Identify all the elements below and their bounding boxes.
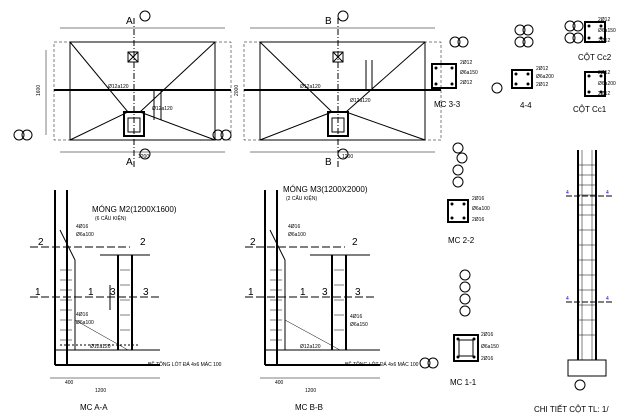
mong-m3-title: MÓNG M3(1200X2000) bbox=[283, 185, 368, 194]
rebar-label: 4Ø16 bbox=[76, 224, 88, 230]
section-mark-a-top: A bbox=[126, 16, 133, 27]
mc-bb-title: MC B-B bbox=[295, 403, 323, 412]
section-mark-b-top: B bbox=[325, 16, 332, 27]
mong-m3-plan: B B Ø12a120 Ø12a120 1200 2000 bbox=[212, 10, 442, 168]
rebar-label: Ø6a100 bbox=[288, 232, 306, 238]
cut-label: 3 bbox=[322, 287, 328, 298]
cut-label: 3 bbox=[143, 287, 149, 298]
rebar-label: Ø12a120 bbox=[350, 98, 371, 104]
rebar-label: 2Ø12 bbox=[598, 91, 610, 97]
mong-m3-note: (2 CẤU KIỆN) bbox=[286, 194, 317, 202]
rebar-label: Ø6a150 bbox=[481, 344, 499, 350]
rebar-label: Ø12a120 bbox=[90, 344, 111, 350]
lot-label: BÊ TÔNG LÓT ĐÁ 4x6 MÁC 100 bbox=[345, 360, 419, 368]
cot-cc1: 2Ø12 Ø6a200 2Ø12 CỘT Cc1 bbox=[573, 70, 616, 114]
dimension-label: 1600 bbox=[36, 85, 42, 96]
rebar-label: 4Ø16 bbox=[76, 312, 88, 318]
cut-label: 4 bbox=[606, 190, 609, 196]
rebar-label: 4Ø16 bbox=[288, 224, 300, 230]
rebar-label: Ø6a200 bbox=[598, 81, 616, 87]
rebar-label: 2Ø12 bbox=[460, 80, 472, 86]
rebar-label: Ø6a100 bbox=[472, 206, 490, 212]
rebar-label: Ø12a120 bbox=[152, 106, 173, 112]
s-44-title: 4-4 bbox=[520, 101, 532, 110]
cot-cc2-title: CỘT Cc2 bbox=[578, 53, 612, 62]
cut-label: 3 bbox=[110, 287, 116, 298]
cut-label: 2 bbox=[140, 237, 146, 248]
rebar-label: 2Ø16 bbox=[472, 217, 484, 223]
dimension-label: 1200 bbox=[342, 154, 353, 160]
mc-aa-title: MC A-A bbox=[80, 403, 108, 412]
cut-label: 2 bbox=[38, 237, 44, 248]
chi-tiet-title: CHI TIẾT CỘT TL: 1/ bbox=[534, 404, 609, 414]
rebar-label: Ø12a120 bbox=[300, 84, 321, 90]
dimension-label: 2000 bbox=[234, 85, 240, 96]
dimension-label: 400 bbox=[65, 380, 74, 386]
section-44: 2Ø12 Ø6a200 2Ø12 4-4 bbox=[491, 24, 554, 110]
mc-11-title: MC 1-1 bbox=[450, 378, 477, 387]
mong-m2-title: MÓNG M2(1200X1600) bbox=[92, 205, 177, 214]
cut-label: 4 bbox=[566, 296, 569, 302]
dimension-label: 400 bbox=[275, 380, 284, 386]
rebar-label: 2Ø12 bbox=[536, 82, 548, 88]
rebar-label: Ø6a150 bbox=[598, 28, 616, 34]
rebar-label: Ø6a150 bbox=[460, 70, 478, 76]
cut-label: 4 bbox=[566, 190, 569, 196]
lot-label: BÊ TÔNG LÓT ĐÁ 4x6 MÁC 100 bbox=[148, 360, 222, 368]
cut-label: 1 bbox=[248, 287, 254, 298]
rebar-label: 4Ø16 bbox=[350, 314, 362, 320]
section-bb: 2 2 1 1 3 3 4Ø16 Ø6a100 4Ø16 Ø6a150 Ø12a… bbox=[245, 190, 439, 412]
section-11: 2Ø16 Ø6a150 2Ø16 MC 1-1 bbox=[450, 269, 499, 387]
section-mark-a-bottom: A bbox=[126, 157, 133, 168]
rebar-label: 2Ø12 bbox=[460, 60, 472, 66]
rebar-label: Ø6a200 bbox=[536, 74, 554, 80]
mc-22-title: MC 2-2 bbox=[448, 236, 475, 245]
mong-m2-plan: A A Ø12a120 Ø12a120 1200 1600 bbox=[13, 10, 232, 168]
rebar-label: 2Ø12 bbox=[598, 70, 610, 76]
rebar-label: 2Ø12 bbox=[598, 17, 610, 23]
cut-label: 1 bbox=[35, 287, 41, 298]
cut-label: 2 bbox=[250, 237, 256, 248]
cut-label: 3 bbox=[355, 287, 361, 298]
section-aa: 2 2 1 1 3 3 4Ø16 Ø6a100 4Ø16 Ø6a100 Ø12a… bbox=[30, 190, 222, 412]
rebar-label: Ø12a120 bbox=[300, 344, 321, 350]
rebar-label: Ø6a100 bbox=[76, 320, 94, 326]
dimension-label: 1200 bbox=[305, 388, 316, 394]
rebar-label: 2Ø12 bbox=[598, 38, 610, 44]
rebar-label: 2Ø16 bbox=[481, 356, 493, 362]
section-33: 2Ø12 Ø6a150 2Ø12 MC 3-3 bbox=[431, 36, 478, 109]
cut-label: 4 bbox=[606, 296, 609, 302]
rebar-label: Ø6a150 bbox=[350, 322, 368, 328]
rebar-label: Ø12a120 bbox=[108, 84, 129, 90]
mc-33-title: MC 3-3 bbox=[434, 100, 461, 109]
rebar-label: Ø6a100 bbox=[76, 232, 94, 238]
cut-label: 2 bbox=[352, 237, 358, 248]
dimension-label: 1200 bbox=[95, 388, 106, 394]
section-22: 2Ø16 Ø6a100 2Ø16 MC 2-2 bbox=[447, 142, 490, 245]
cot-cc2: 2Ø12 Ø6a150 2Ø12 CỘT Cc2 bbox=[564, 17, 616, 62]
mong-m2-note: (6 CẤU KIỆN) bbox=[95, 214, 126, 222]
rebar-label: 2Ø12 bbox=[536, 66, 548, 72]
column-detail: 4 4 4 4 CHI TIẾT CỘT TL: 1/ bbox=[534, 150, 612, 414]
dimension-label: 1200 bbox=[138, 154, 149, 160]
cot-cc1-title: CỘT Cc1 bbox=[573, 105, 607, 114]
section-mark-b-bottom: B bbox=[325, 157, 332, 168]
cut-label: 1 bbox=[88, 287, 94, 298]
rebar-label: 2Ø16 bbox=[472, 196, 484, 202]
rebar-label: 2Ø16 bbox=[481, 332, 493, 338]
cut-label: 1 bbox=[300, 287, 306, 298]
